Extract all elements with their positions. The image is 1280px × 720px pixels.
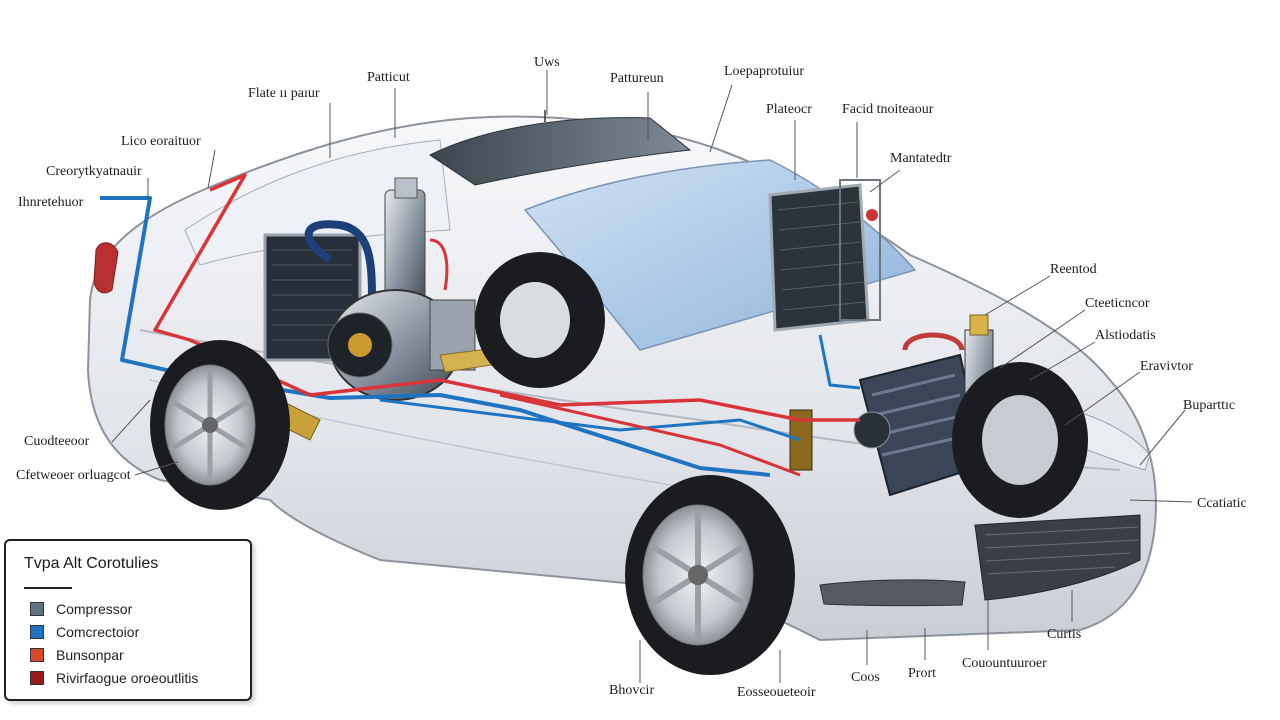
callout-creory: Creorytkyatnauir <box>46 164 142 179</box>
legend-box: Tvpa Alt Corotulies Compressor Comcrecto… <box>4 539 252 701</box>
callout-patticut: Patticut <box>367 70 410 85</box>
callout-eosseoueteoir: Eosseoueteoir <box>737 685 816 700</box>
callout-couountuuroer: Couountuuroer <box>962 656 1047 671</box>
rear-inner-wheel <box>475 252 605 388</box>
legend-swatch <box>30 671 44 685</box>
callout-prort: Prort <box>908 666 936 681</box>
callout-plateocr: Plateocr <box>766 102 812 117</box>
front-inner-wheel <box>952 362 1088 518</box>
coolant-line-blue-2 <box>379 398 801 442</box>
legend-swatch <box>30 648 44 662</box>
legend-label: Comcrectoior <box>56 624 140 640</box>
callout-ihnre: Ihnretehuor <box>18 195 84 210</box>
callout-buparttic: Buparttıc <box>1183 398 1236 413</box>
legend-swatch <box>30 602 44 616</box>
callout-cteeticncor: Cteeticncor <box>1085 296 1150 311</box>
legend-item-comcrectoior: Comcrectoior <box>30 623 139 641</box>
callout-loepaprotuiur: Loepaprotuiur <box>724 64 805 79</box>
callout-flate: Flate ıı paıur <box>248 86 320 101</box>
callout-mantatedtr: Mantatedtr <box>890 151 952 166</box>
callout-ccatiatic: Ccatiatic <box>1197 496 1247 511</box>
refrigerant-line-red <box>153 173 860 422</box>
rear-compressor <box>264 177 526 441</box>
legend-divider <box>24 587 72 589</box>
callout-cfetweoer: Cfetweoer orluagcot <box>16 468 131 483</box>
rear-wheel <box>150 340 290 510</box>
leader-lines <box>111 70 1193 683</box>
callout-cuodteeoor: Cuodteeoor <box>24 434 90 449</box>
coolant-line-blue-3 <box>818 334 861 390</box>
front-wheel <box>625 475 795 675</box>
refrigerant-line-red-2 <box>499 393 801 477</box>
legend-item-bunsonpar: Bunsonpar <box>30 646 124 664</box>
coolant-line-blue <box>100 196 771 477</box>
callout-pattureun: Pattureun <box>610 71 664 86</box>
legend-item-rivirfaogue: Rivirfaogue oroeoutlitis <box>30 669 198 687</box>
callout-lico: Lico eoraituor <box>121 134 201 149</box>
callout-eravivtor: Eravivtor <box>1140 359 1193 374</box>
callout-alstiodatis: Alstiodatis <box>1095 328 1156 343</box>
front-condenser <box>768 179 881 332</box>
callout-bhovcir: Bhovcir <box>609 683 655 698</box>
legend-title: Tvpa Alt Corotulies <box>24 555 159 572</box>
legend-item-compressor: Compressor <box>30 600 132 618</box>
callout-curtis: Curtis <box>1047 627 1082 642</box>
legend-swatch <box>30 625 44 639</box>
coolant-lines <box>100 173 861 477</box>
legend-label: Compressor <box>56 601 133 617</box>
callout-facid: Facid tnoiteaour <box>842 102 934 117</box>
legend-label: Bunsonpar <box>56 647 124 663</box>
refrigerant-line-red-3 <box>429 238 449 291</box>
callout-uws: Uws <box>534 55 560 70</box>
callout-coos: Coos <box>851 670 880 685</box>
callout-reentod: Reentod <box>1050 262 1097 277</box>
legend-label: Rivirfaogue oroeoutlitis <box>56 670 199 686</box>
